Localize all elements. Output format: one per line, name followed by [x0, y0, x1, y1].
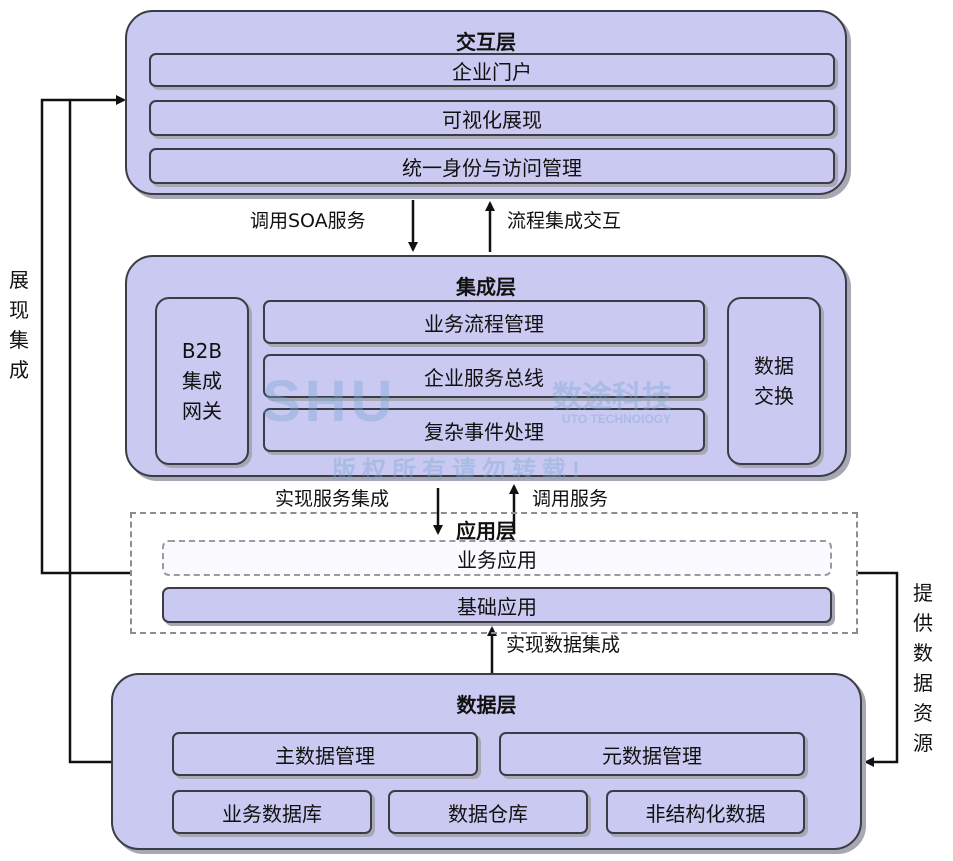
- master-data-box: 主数据管理: [172, 732, 478, 776]
- metadata-box: 元数据管理: [499, 732, 805, 776]
- integration-layer-title: 集成层: [456, 275, 516, 299]
- identity-access-box: 统一身份与访问管理: [149, 148, 835, 184]
- application-layer: [130, 512, 858, 634]
- business-app-box: 业务应用: [162, 540, 832, 576]
- bpm-box: 业务流程管理: [263, 300, 705, 344]
- label-implement-data: 实现数据集成: [506, 634, 621, 656]
- label-process-integration: 流程集成交互: [507, 210, 622, 232]
- cep-box: 复杂事件处理: [263, 408, 705, 452]
- esb-box: 企业服务总线: [263, 354, 705, 398]
- b2b-gateway-box: B2B 集成 网关: [155, 297, 249, 465]
- b2b-gateway-line-3: 网关: [182, 399, 222, 423]
- arrow-provide-data: [858, 571, 899, 767]
- interaction-layer-title: 交互层: [456, 30, 516, 54]
- data-layer: 数据层 主数据管理 元数据管理 业务数据库 数据仓库 非结构化数据: [111, 673, 862, 850]
- arrow-presentation-from-data: [68, 95, 126, 764]
- label-provide-data-resources: 提供数据资源: [913, 581, 933, 755]
- b2b-gateway-line-1: B2B: [181, 339, 223, 363]
- enterprise-portal-box: 企业门户: [149, 53, 835, 87]
- label-call-soa: 调用SOA服务: [250, 210, 366, 232]
- line-presentation-from-app: [40, 98, 130, 575]
- data-layer-title: 数据层: [456, 693, 517, 717]
- b2b-gateway-line-2: 集成: [182, 369, 222, 393]
- data-warehouse-box: 数据仓库: [388, 790, 588, 834]
- data-exchange-box: 数据 交换: [727, 297, 821, 465]
- label-call-service: 调用服务: [532, 488, 609, 510]
- data-exchange-line-2: 交换: [754, 384, 794, 408]
- visualization-box: 可视化展现: [149, 100, 835, 136]
- business-db-box: 业务数据库: [172, 790, 372, 834]
- interaction-layer: 交互层 企业门户 可视化展现 统一身份与访问管理: [125, 10, 847, 195]
- label-presentation-integration: 展现集成: [9, 268, 29, 382]
- data-exchange-line-1: 数据: [754, 354, 794, 378]
- unstructured-data-box: 非结构化数据: [606, 790, 805, 834]
- label-implement-service: 实现服务集成: [275, 488, 390, 510]
- application-layer-title: 应用层: [456, 519, 516, 543]
- basic-app-box: 基础应用: [162, 587, 832, 623]
- integration-layer: 集成层 B2B 集成 网关 业务流程管理 企业服务总线 复杂事件处理 数据 交换: [125, 255, 847, 477]
